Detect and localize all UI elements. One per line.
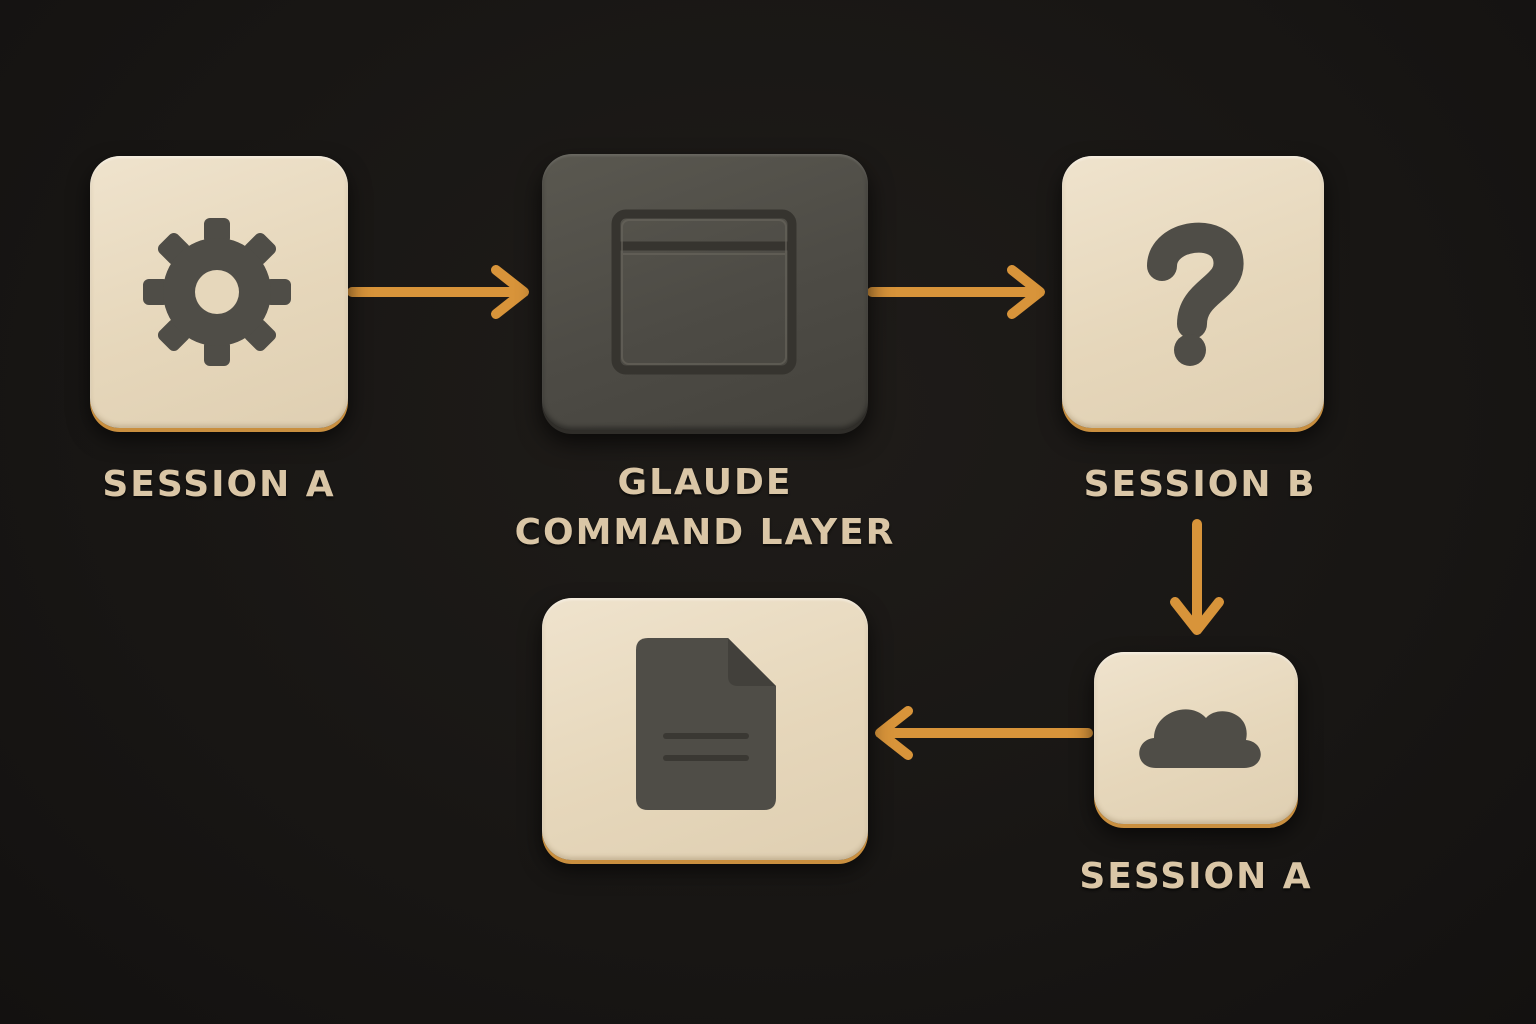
session-b-label: SESSION B: [1083, 464, 1317, 505]
arrow-session-b-to-session-a: [1170, 519, 1224, 635]
window-icon: [611, 209, 797, 375]
document-tile: [542, 598, 868, 860]
session-a-tile: [90, 156, 348, 428]
arrow-session-a-to-document: [875, 706, 1093, 760]
command-layer-label: GLAUDE COMMAND LAYER: [514, 462, 896, 553]
cloud-icon: [1139, 709, 1261, 768]
session-a-cloud-label: SESSION A: [1079, 856, 1313, 897]
arrow-session-a-to-command-layer: [347, 265, 529, 319]
command-layer-tile: [542, 154, 868, 430]
question-mark-icon: [1147, 222, 1244, 366]
gear-icon: [143, 218, 291, 366]
arrow-command-layer-to-session-b: [867, 265, 1045, 319]
session-a-label: SESSION A: [102, 464, 336, 505]
session-b-tile: [1062, 156, 1324, 428]
document-icon: [636, 638, 776, 810]
session-a-cloud-tile: [1094, 652, 1298, 824]
